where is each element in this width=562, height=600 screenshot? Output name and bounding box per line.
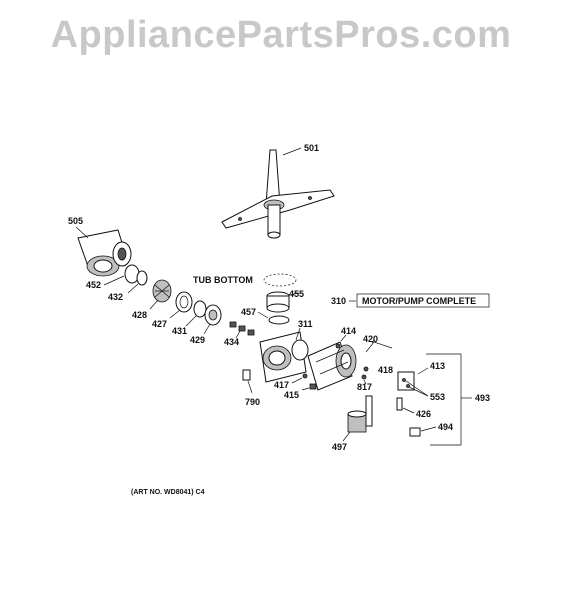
- label-553: 553: [430, 392, 445, 402]
- screw-414: [335, 343, 341, 349]
- label-427: 427: [152, 319, 167, 329]
- sump-housing-505: [77, 229, 132, 277]
- wire-420: [365, 341, 393, 353]
- label-415: 415: [284, 390, 299, 400]
- bolts-434: [229, 321, 255, 336]
- art-number-note: (ART NO. WD8041) C4: [131, 489, 205, 496]
- part-790: [242, 369, 251, 381]
- part-418: [363, 366, 369, 372]
- label-429: 429: [190, 335, 205, 345]
- label-414: 414: [341, 326, 356, 336]
- label-501: 501: [304, 143, 319, 153]
- motor: [307, 341, 357, 391]
- label-494: 494: [438, 422, 453, 432]
- group-bracket-493: [426, 353, 462, 446]
- label-431: 431: [172, 326, 187, 336]
- label-434: 434: [224, 337, 239, 347]
- clamp-457: [268, 315, 290, 325]
- clamp-432: [136, 270, 148, 286]
- label-493: 493: [475, 393, 490, 403]
- label-310: 310: [331, 296, 346, 306]
- label-413: 413: [430, 361, 445, 371]
- pump-housing-311: [259, 331, 309, 383]
- label-426: 426: [416, 409, 431, 419]
- watermark: AppliancePartsPros.com: [50, 14, 512, 56]
- label-457: 457: [241, 307, 256, 317]
- seal-455: [266, 291, 290, 313]
- label-505: 505: [68, 216, 83, 226]
- clip-415: [309, 383, 317, 390]
- tub-bottom-label: TUB BOTTOM: [193, 275, 253, 285]
- label-452: 452: [86, 280, 101, 290]
- tub-bottom-ring: [263, 273, 297, 287]
- ring-427: [175, 291, 193, 313]
- label-311: 311: [298, 319, 313, 329]
- part-494: [409, 427, 421, 437]
- seal-431: [193, 300, 207, 318]
- screw-417: [302, 373, 308, 379]
- label-428: 428: [132, 310, 147, 320]
- label-455: 455: [289, 289, 304, 299]
- label-432: 432: [108, 292, 123, 302]
- assembly-box-label: MOTOR/PUMP COMPLETE: [362, 296, 476, 306]
- cover-429: [204, 304, 222, 326]
- bracket-group: [396, 371, 415, 411]
- assembly-box: [356, 293, 490, 308]
- label-817: 817: [357, 382, 372, 392]
- label-418: 418: [378, 365, 393, 375]
- label-497: 497: [332, 442, 347, 452]
- impeller-428: [152, 279, 172, 303]
- solenoid-497: [347, 395, 373, 433]
- label-420: 420: [363, 334, 378, 344]
- label-790: 790: [245, 397, 260, 407]
- part-817: [361, 374, 367, 380]
- spray-arm: [221, 149, 335, 239]
- label-417: 417: [274, 380, 289, 390]
